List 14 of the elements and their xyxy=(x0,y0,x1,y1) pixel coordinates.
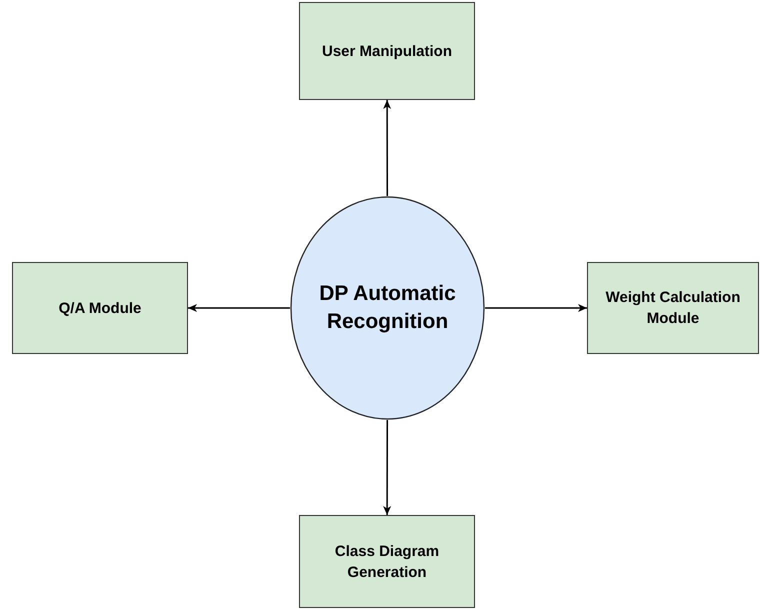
arrow xyxy=(485,304,587,312)
module-box xyxy=(299,515,475,608)
node-label: User Manipulation xyxy=(320,42,453,62)
node-label: Q/A Module xyxy=(58,298,142,318)
module-box xyxy=(587,262,759,354)
arrow xyxy=(188,304,290,312)
node-label: DP Automatic Recognition xyxy=(318,281,457,335)
node-label: Class Diagram Generation xyxy=(334,542,440,582)
arrow xyxy=(383,100,392,196)
node-label: Weight Calculation Module xyxy=(604,288,742,329)
module-box xyxy=(12,262,188,354)
arrow xyxy=(383,420,392,515)
module-box xyxy=(299,2,475,100)
process-ellipse xyxy=(290,196,485,420)
